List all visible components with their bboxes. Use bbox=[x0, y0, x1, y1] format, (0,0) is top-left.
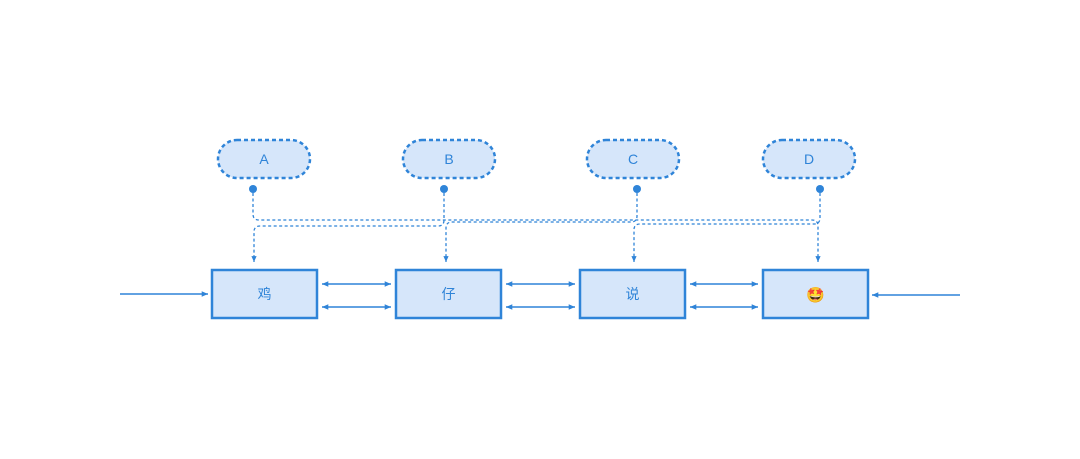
pointer-pill-a: A bbox=[216, 138, 312, 180]
list-node-1: 鸡 bbox=[210, 268, 319, 320]
node-label-4: 🤩 bbox=[806, 286, 825, 304]
pointer-label-b: B bbox=[444, 151, 453, 167]
list-node-2: 仔 bbox=[394, 268, 503, 320]
list-node-3: 说 bbox=[578, 268, 687, 320]
node-label-3: 说 bbox=[626, 286, 640, 302]
connector-a-to-d bbox=[252, 193, 821, 262]
connector-b-to-a bbox=[251, 193, 445, 262]
pointer-pill-c: C bbox=[585, 138, 681, 180]
pointer-dot-d bbox=[816, 185, 824, 193]
pointer-label-c: C bbox=[628, 151, 638, 167]
connector-d-to-c bbox=[631, 193, 821, 262]
pointer-dot-b bbox=[440, 185, 448, 193]
connector-c-to-b bbox=[443, 193, 638, 262]
node-label-1: 鸡 bbox=[258, 286, 272, 302]
node-label-2: 仔 bbox=[442, 286, 456, 302]
list-node-4: 🤩 bbox=[761, 268, 870, 320]
pointer-pill-d: D bbox=[761, 138, 857, 180]
pointer-label-a: A bbox=[259, 151, 269, 167]
pointer-dot-c bbox=[633, 185, 641, 193]
pointer-dot-a bbox=[249, 185, 257, 193]
pointer-label-d: D bbox=[804, 151, 814, 167]
pointer-pill-b: B bbox=[401, 138, 497, 180]
